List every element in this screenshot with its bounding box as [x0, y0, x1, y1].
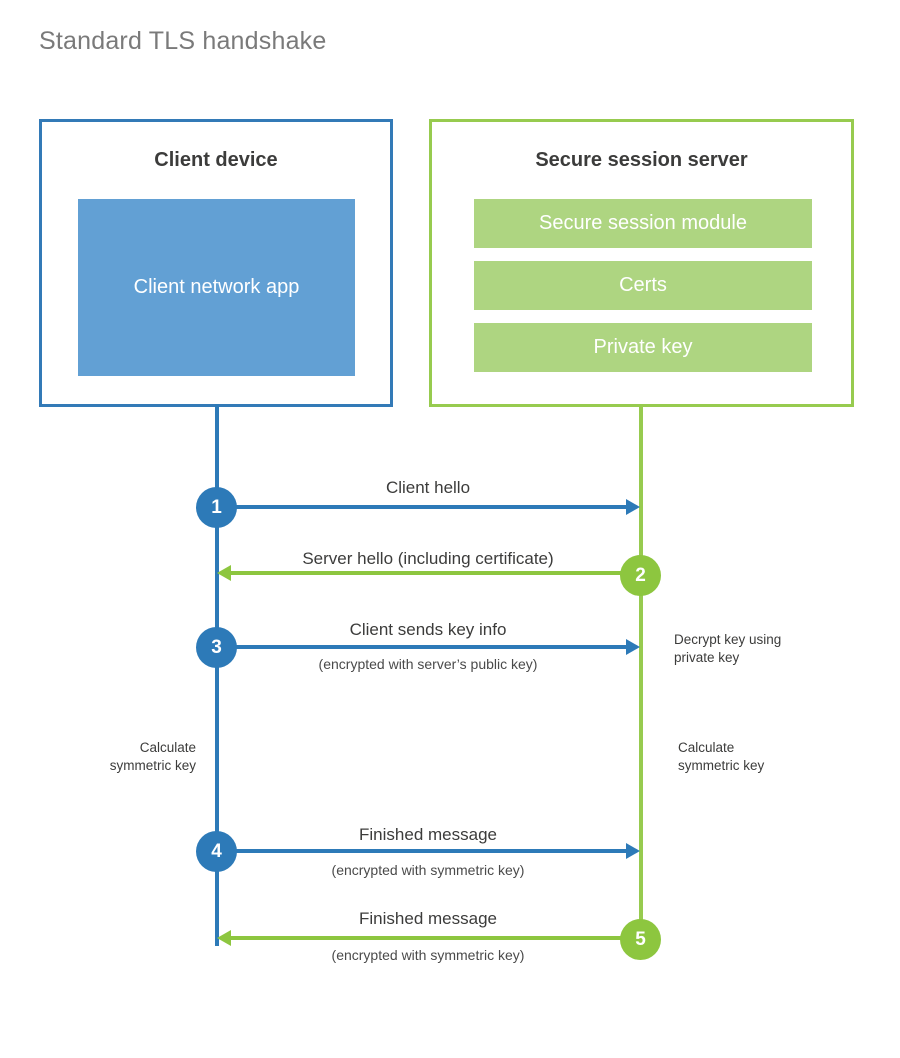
- certs-block: Certs: [474, 261, 812, 310]
- participant-box-server: Secure session server Secure session mod…: [429, 119, 854, 407]
- step-2-arrow: [217, 565, 621, 581]
- step-5-label: Finished message: [359, 909, 497, 928]
- step-4-label: Finished message: [359, 825, 497, 844]
- arrowhead-right-icon: [626, 639, 640, 655]
- client-device-heading: Client device: [154, 149, 278, 171]
- secure-session-server-heading: Secure session server: [535, 149, 748, 171]
- step-3-sublabel: (encrypted with server’s public key): [318, 656, 538, 672]
- step-5-arrow: [217, 930, 621, 946]
- step-3-arrow: [217, 639, 640, 655]
- step-1-circle[interactable]: 1: [196, 487, 237, 528]
- client-network-app-block: Client network app: [78, 199, 355, 376]
- step-3-circle[interactable]: 3: [196, 627, 237, 668]
- step-3-label: Client sends key info: [349, 620, 507, 639]
- page-title: Standard TLS handshake: [39, 27, 327, 55]
- step-2-label: Server hello (including certificate): [302, 549, 554, 568]
- arrowhead-left-icon: [217, 565, 231, 581]
- arrowhead-right-icon: [626, 499, 640, 515]
- step-1-label: Client hello: [385, 478, 471, 497]
- arrowhead-left-icon: [217, 930, 231, 946]
- step-4-arrow: [217, 843, 640, 859]
- step-5-circle[interactable]: 5: [620, 919, 661, 960]
- note-calculate-symmetric-key-client: Calculate symmetric key: [109, 740, 196, 774]
- step-4-sublabel: (encrypted with symmetric key): [331, 862, 525, 878]
- lifeline-client: [215, 404, 219, 946]
- step-1-arrow: [217, 499, 640, 515]
- note-decrypt-key: Decrypt key using private key: [674, 632, 782, 666]
- private-key-block: Private key: [474, 323, 812, 372]
- step-5-sublabel: (encrypted with symmetric key): [331, 947, 525, 963]
- arrowhead-right-icon: [626, 843, 640, 859]
- lifeline-server: [639, 404, 643, 939]
- note-calculate-symmetric-key-server: Calculate symmetric key: [678, 740, 765, 774]
- step-2-circle[interactable]: 2: [620, 555, 661, 596]
- participant-box-client: Client device Client network app: [39, 119, 393, 407]
- step-4-circle[interactable]: 4: [196, 831, 237, 872]
- secure-session-module-block: Secure session module: [474, 199, 812, 248]
